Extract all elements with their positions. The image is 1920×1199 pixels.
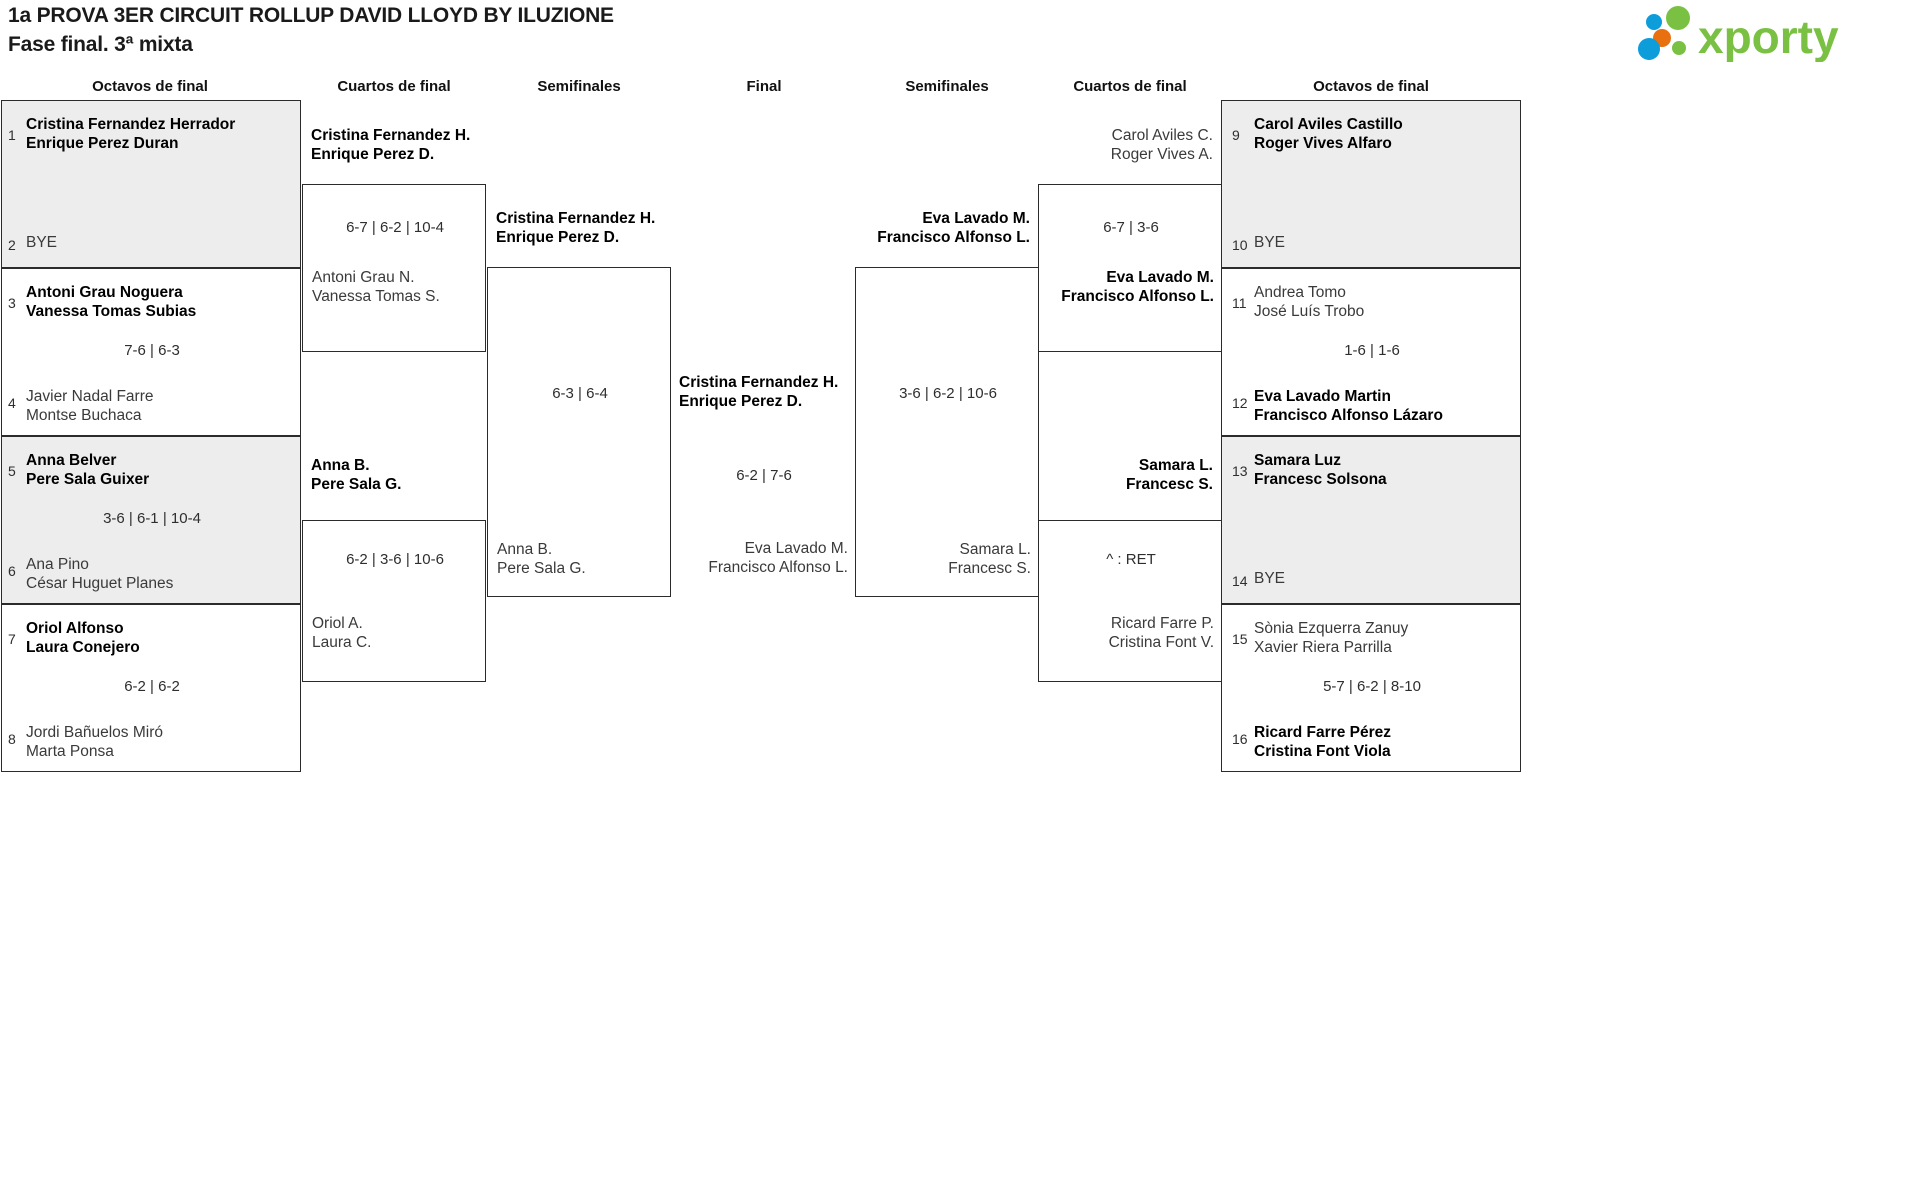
player-names-bottom: Samara L.Francesc S. [948, 541, 1031, 577]
match-score: 7-6 | 6-3 [124, 342, 180, 359]
bye-label: BYE [26, 234, 58, 251]
svg-text:xporty: xporty [1698, 11, 1839, 62]
match-right-qf-2[interactable]: ^ : RET Ricard Farre P.Cristina Font V. [1038, 520, 1222, 682]
round-header-right-sf: Semifinales [905, 78, 989, 95]
player-names-bottom: Eva Lavado M.Francisco Alfonso L. [708, 540, 848, 576]
seed-number: 7 [8, 631, 16, 647]
match-score: 6-2 | 3-6 | 10-6 [346, 551, 444, 568]
seed-number: 9 [1232, 127, 1240, 143]
seed-number: 12 [1232, 395, 1248, 411]
player-names-bottom: Oriol A.Laura C. [312, 615, 372, 651]
match-score: 3-6 | 6-2 | 10-6 [899, 385, 997, 402]
round-header-left-sf: Semifinales [537, 78, 621, 95]
match-left-qf-2[interactable]: 6-2 | 3-6 | 10-6 Oriol A.Laura C. [302, 520, 486, 682]
match-score: 3-6 | 6-1 | 10-4 [103, 510, 201, 527]
round-header-right-r16: Octavos de final [1313, 78, 1429, 95]
round-header-left-r16: Octavos de final [92, 78, 208, 95]
match-score: 6-3 | 6-4 [552, 385, 608, 402]
player-names-top: Carol Aviles C.Roger Vives A. [1110, 127, 1213, 163]
round-header-left-qf: Cuartos de final [337, 78, 451, 95]
seed-number: 1 [8, 127, 16, 143]
seed-number: 15 [1232, 631, 1248, 647]
player-names-top: Samara L.Francesc S. [1125, 457, 1213, 493]
seed-number: 8 [8, 731, 16, 747]
seed-number: 16 [1232, 731, 1248, 747]
xporty-logo: xporty [1636, 6, 1906, 62]
match-right-sf-1[interactable]: 3-6 | 6-2 | 10-6 Samara L.Francesc S. [855, 267, 1039, 597]
match-score: 1-6 | 1-6 [1344, 342, 1400, 359]
seed-number: 13 [1232, 463, 1248, 479]
tournament-title: 1a PROVA 3ER CIRCUIT ROLLUP DAVID LLOYD … [8, 4, 614, 27]
match-left-qf-1[interactable]: 6-7 | 6-2 | 10-4 Antoni Grau N.Vanessa T… [302, 184, 486, 352]
seed-number: 5 [8, 463, 16, 479]
match-score: ^ : RET [1106, 551, 1156, 568]
bye-label: BYE [1254, 570, 1286, 587]
player-names-top: Cristina Fernandez H.Enrique Perez D. [679, 374, 839, 410]
player-names-top: Cristina Fernandez H.Enrique Perez D. [311, 127, 471, 163]
round-header-right-qf: Cuartos de final [1073, 78, 1187, 95]
match-left-sf-1[interactable]: 6-3 | 6-4 Anna B.Pere Sala G. [487, 267, 671, 597]
player-names-bottom: Ricard Farre P.Cristina Font V. [1108, 615, 1214, 651]
round-header-final: Final [746, 78, 782, 95]
bye-label: BYE [1254, 234, 1286, 251]
player-names-bottom: Eva Lavado M.Francisco Alfonso L. [1061, 269, 1214, 305]
player-names-top: Cristina Fernandez H.Enrique Perez D. [496, 210, 656, 246]
match-score: 6-2 | 7-6 [736, 467, 792, 484]
match-score: 5-7 | 6-2 | 8-10 [1323, 678, 1421, 695]
seed-number: 6 [8, 563, 16, 579]
match-score: 6-7 | 3-6 [1103, 219, 1159, 236]
seed-number: 11 [1232, 295, 1247, 311]
tournament-subtitle: Fase final. 3ª mixta [8, 33, 193, 56]
seed-number: 10 [1232, 237, 1248, 253]
player-names-top: Anna B.Pere Sala G. [311, 457, 402, 493]
match-right-qf-1[interactable]: 6-7 | 3-6 Eva Lavado M.Francisco Alfonso… [1038, 184, 1222, 352]
seed-number: 2 [8, 237, 16, 253]
match-score: 6-2 | 6-2 [124, 678, 180, 695]
player-names-bottom: Antoni Grau N.Vanessa Tomas S. [312, 269, 440, 305]
seed-number: 14 [1232, 573, 1248, 589]
seed-number: 4 [8, 395, 16, 411]
player-names-top: Eva Lavado M.Francisco Alfonso L. [877, 210, 1030, 246]
seed-number: 3 [8, 295, 16, 311]
match-score: 6-7 | 6-2 | 10-4 [346, 219, 444, 236]
player-names-bottom: Anna B.Pere Sala G. [497, 541, 586, 577]
